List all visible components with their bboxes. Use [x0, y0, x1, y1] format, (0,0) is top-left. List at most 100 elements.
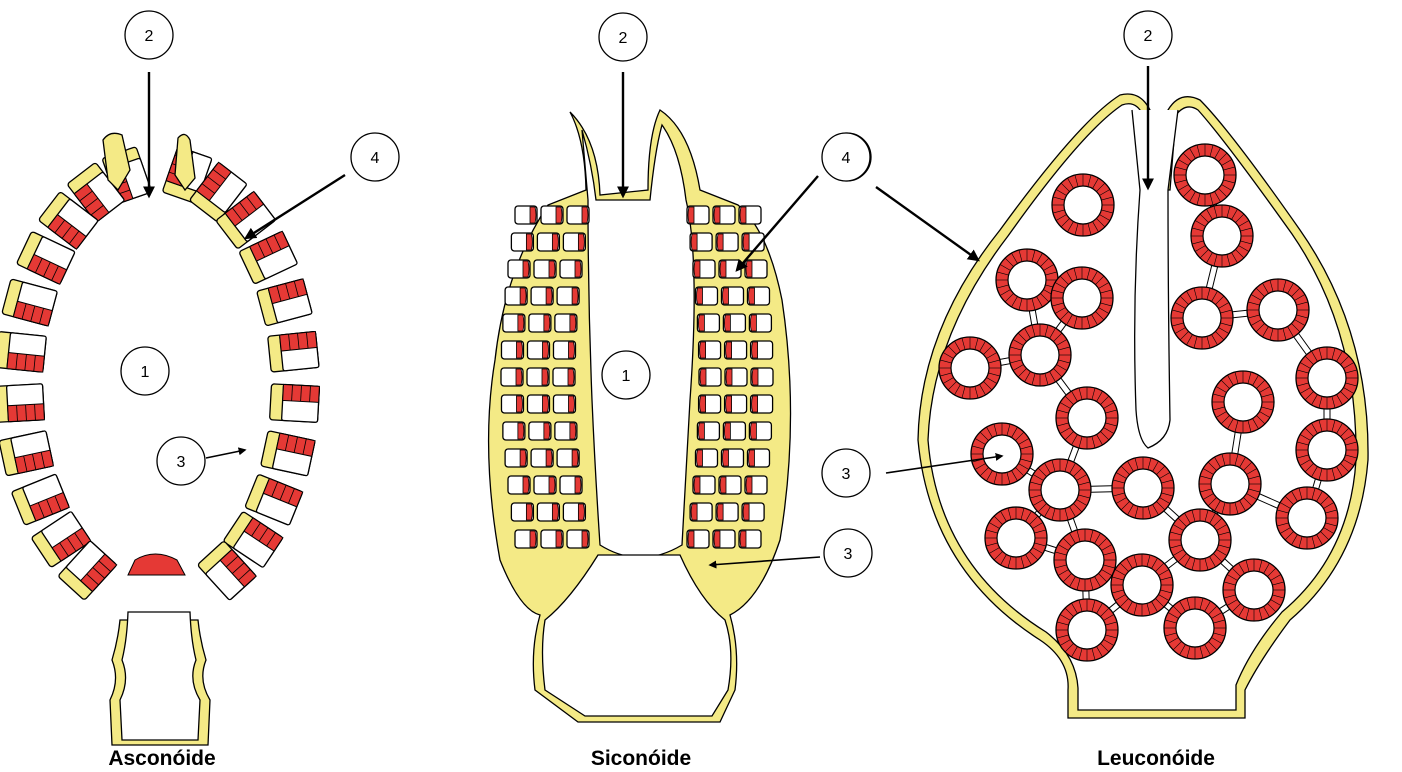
asconoid-marker-2: 2: [125, 11, 173, 59]
leuconoid-chamber: [1191, 205, 1253, 267]
syconoid-chamber-cell: [557, 287, 579, 305]
syconoid-chamber-cell: [515, 530, 537, 548]
syconoid-chamber-cell: [527, 341, 549, 359]
syconoid-chamber-cell: [505, 449, 527, 467]
leuconoid-chamber: [1199, 453, 1261, 515]
svg-text:3: 3: [842, 466, 851, 483]
leuconoid-chamber: [1054, 529, 1116, 591]
asconoid-base-cell: [128, 554, 185, 575]
leuconoid-chamber: [971, 423, 1033, 485]
leuconoid-chamber: [1169, 509, 1231, 571]
leuconoid-chamber: [996, 249, 1058, 311]
syconoid-chamber-cell: [745, 260, 767, 278]
syconoid-chamber-cell: [501, 341, 523, 359]
syconoid-chamber-cell: [560, 476, 582, 494]
asconoid-marker-1: 1: [121, 347, 169, 395]
syconoid-chamber-cell: [747, 449, 769, 467]
svg-text:1: 1: [622, 368, 631, 385]
leuconoid-marker-3: 3: [822, 449, 870, 497]
syconoid-caption: Siconóide: [591, 747, 691, 770]
syconoid-chamber-cell: [719, 476, 741, 494]
syconoid-chamber-cell: [751, 395, 773, 413]
leuconoid-diagram: [918, 94, 1368, 718]
leuconoid-chamber: [985, 507, 1047, 569]
syconoid-chamber-cell: [503, 314, 525, 332]
syconoid-diagram: [489, 110, 791, 722]
leuconoid-chamber: [1009, 324, 1071, 386]
leuconoid-chamber: [1276, 487, 1338, 549]
leuconoid-chamber: [1296, 419, 1358, 481]
leuconoid-chamber: [1247, 279, 1309, 341]
syconoid-chamber-cell: [716, 233, 738, 251]
asconoid-wall-cell: [270, 384, 320, 423]
syconoid-chamber-cell: [749, 422, 771, 440]
syconoid-chamber-cell: [749, 314, 771, 332]
svg-text:3: 3: [844, 546, 853, 563]
svg-text:2: 2: [145, 28, 154, 45]
leuconoid-chamber: [1174, 144, 1236, 206]
asconoid-stalk-inner: [120, 612, 200, 740]
asconoid-caption: Asconóide: [108, 747, 215, 770]
svg-text:2: 2: [1144, 28, 1153, 45]
syconoid-chamber-cell: [713, 206, 735, 224]
syconoid-chamber-cell: [751, 368, 773, 386]
syconoid-chamber-cell: [527, 368, 549, 386]
syconoid-chamber-cell: [503, 422, 525, 440]
syconoid-chamber-cell: [534, 260, 556, 278]
leuconoid-marker-4: 4: [822, 133, 870, 181]
syconoid-chamber-cell: [555, 314, 577, 332]
syconoid-chamber-cell: [529, 314, 551, 332]
syconoid-chamber-cell: [723, 314, 745, 332]
syconoid-chamber-cell: [721, 449, 743, 467]
syconoid-chamber-cell: [560, 260, 582, 278]
syconoid-chamber-cell: [529, 422, 551, 440]
syconoid-chamber-cell: [537, 503, 559, 521]
leuconoid-marker-2: 2: [1124, 11, 1172, 59]
leuconoid-caption: Leuconóide: [1097, 747, 1215, 770]
asconoid-marker-3: 3: [157, 437, 205, 485]
syconoid-chamber-cell: [501, 368, 523, 386]
svg-text:3: 3: [177, 454, 186, 471]
syconoid-chamber-cell: [699, 395, 721, 413]
asconoid-wall-cell: [0, 384, 44, 423]
leuconoid-chamber: [1296, 347, 1358, 409]
asconoid-wall-cell: [268, 332, 319, 373]
syconoid-chamber-cell: [553, 368, 575, 386]
syconoid-chamber-cell: [531, 449, 553, 467]
syconoid-chamber-cell: [555, 422, 577, 440]
syconoid-chamber-cell: [751, 341, 773, 359]
syconoid-chamber-cell: [563, 503, 585, 521]
syconoid-chamber-cell: [515, 206, 537, 224]
syconoid-chamber-cell: [699, 368, 721, 386]
leuconoid-chamber: [1112, 457, 1174, 519]
syconoid-chamber-cell: [725, 368, 747, 386]
asconoid-wall-cell: [0, 332, 46, 373]
svg-text:1: 1: [141, 364, 150, 381]
syconoid-chamber-cell: [693, 476, 715, 494]
syconoid-chamber-cell: [739, 530, 761, 548]
syconoid-chamber-cell: [697, 422, 719, 440]
syconoid-marker-1: 1: [602, 351, 650, 399]
leuconoid-chamber: [1171, 287, 1233, 349]
svg-text:4: 4: [842, 150, 851, 167]
syconoid-chamber-cell: [697, 314, 719, 332]
leuconoid-chamber: [1164, 597, 1226, 659]
syconoid-chamber-cell: [725, 341, 747, 359]
syconoid-chamber-cell: [553, 341, 575, 359]
leuconoid-chamber: [1056, 599, 1118, 661]
syconoid-chamber-cell: [541, 206, 563, 224]
leuconoid-arrow-4: [876, 187, 978, 260]
syconoid-chamber-cell: [725, 395, 747, 413]
syconoid-chamber-cell: [693, 260, 715, 278]
syconoid-chamber-cell: [563, 233, 585, 251]
syconoid-chamber-cell: [687, 206, 709, 224]
syconoid-chamber-cell: [567, 206, 589, 224]
leuconoid-chamber: [1052, 174, 1114, 236]
syconoid-chamber-cell: [505, 287, 527, 305]
syconoid-chamber-cell: [508, 260, 530, 278]
syconoid-chamber-cell: [713, 530, 735, 548]
syconoid-chamber-cell: [739, 206, 761, 224]
asconoid-wall-cell: [257, 279, 313, 326]
syconoid-chamber-cell: [557, 449, 579, 467]
